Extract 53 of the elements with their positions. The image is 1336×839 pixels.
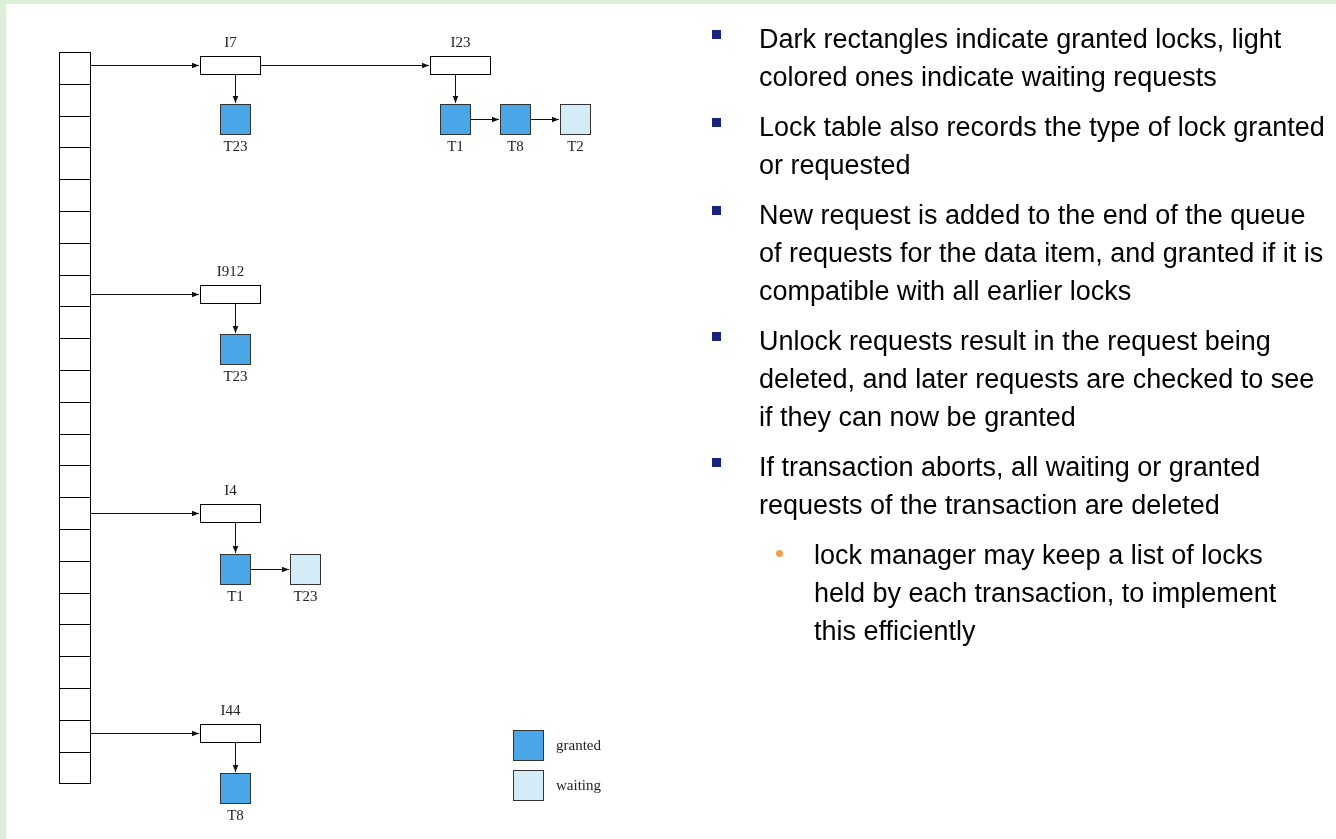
transaction-label: T2 (567, 137, 584, 156)
lock-table-cell (59, 751, 91, 785)
bullet-text: Lock table also records the type of lock granted or requested (759, 111, 1326, 182)
legend-label: granted (556, 736, 601, 756)
lock-table-cell (59, 147, 91, 181)
arrow (530, 116, 560, 123)
lock-table-cell (59, 560, 91, 594)
arrow (90, 510, 200, 517)
transaction-label: T1 (227, 587, 244, 606)
bullet-text: Unlock requests result in the request being deleted, and later requests are checked to see if they can now be granted (759, 325, 1316, 434)
arrow (250, 566, 290, 573)
arrow (232, 303, 239, 334)
lock-table-cell (59, 401, 91, 435)
arrow (90, 62, 200, 69)
lock-table-cell (59, 179, 91, 212)
lock-table-cell (59, 465, 91, 499)
lock-table-cell (59, 83, 91, 117)
arrow (260, 62, 430, 69)
item-label: I4 (224, 481, 237, 500)
lock-table-cell (59, 338, 91, 371)
lock-table-cell (59, 211, 91, 244)
lock-table-cell (59, 306, 91, 340)
item-label: I7 (224, 33, 237, 52)
lock-table-cell (59, 719, 91, 753)
lock-table-cell (59, 52, 91, 85)
lock-table-cell (59, 497, 91, 530)
arrow (232, 522, 239, 554)
transaction-label: T23 (223, 137, 248, 156)
lock-table-cell (59, 242, 91, 276)
transaction-label: T1 (447, 137, 464, 156)
lock-table-cell (59, 688, 91, 721)
item-label: I23 (450, 33, 471, 52)
lock-table-cell (59, 624, 91, 658)
arrow (90, 291, 200, 298)
lock-table-cell (59, 529, 91, 562)
bullet-text: Dark rectangles indicate granted locks, light colored ones indicate waiting requests (759, 23, 1283, 94)
arrow (232, 74, 239, 104)
bullet-text: New request is added to the end of the queue of requests for the data item, and granted if it is compatible with all earlier locks (759, 199, 1325, 308)
item-label: I44 (220, 701, 241, 720)
arrow (452, 74, 459, 104)
lock-table-cell (59, 656, 91, 689)
arrow (232, 742, 239, 773)
arrow (90, 730, 200, 737)
lock-table-cell (59, 370, 91, 403)
item-label: I912 (216, 262, 245, 281)
transaction-label: T23 (293, 587, 318, 606)
legend-label: waiting (556, 776, 601, 796)
transaction-label: T23 (223, 367, 248, 386)
bullet-text: If transaction aborts, all waiting or granted requests of the transaction are deleted (759, 451, 1262, 522)
transaction-label: T8 (507, 137, 524, 156)
bullet-text: lock manager may keep a list of locks held by each transaction, to implement this efficiently (814, 539, 1278, 648)
arrow (470, 116, 500, 123)
transaction-label: T8 (227, 806, 244, 825)
